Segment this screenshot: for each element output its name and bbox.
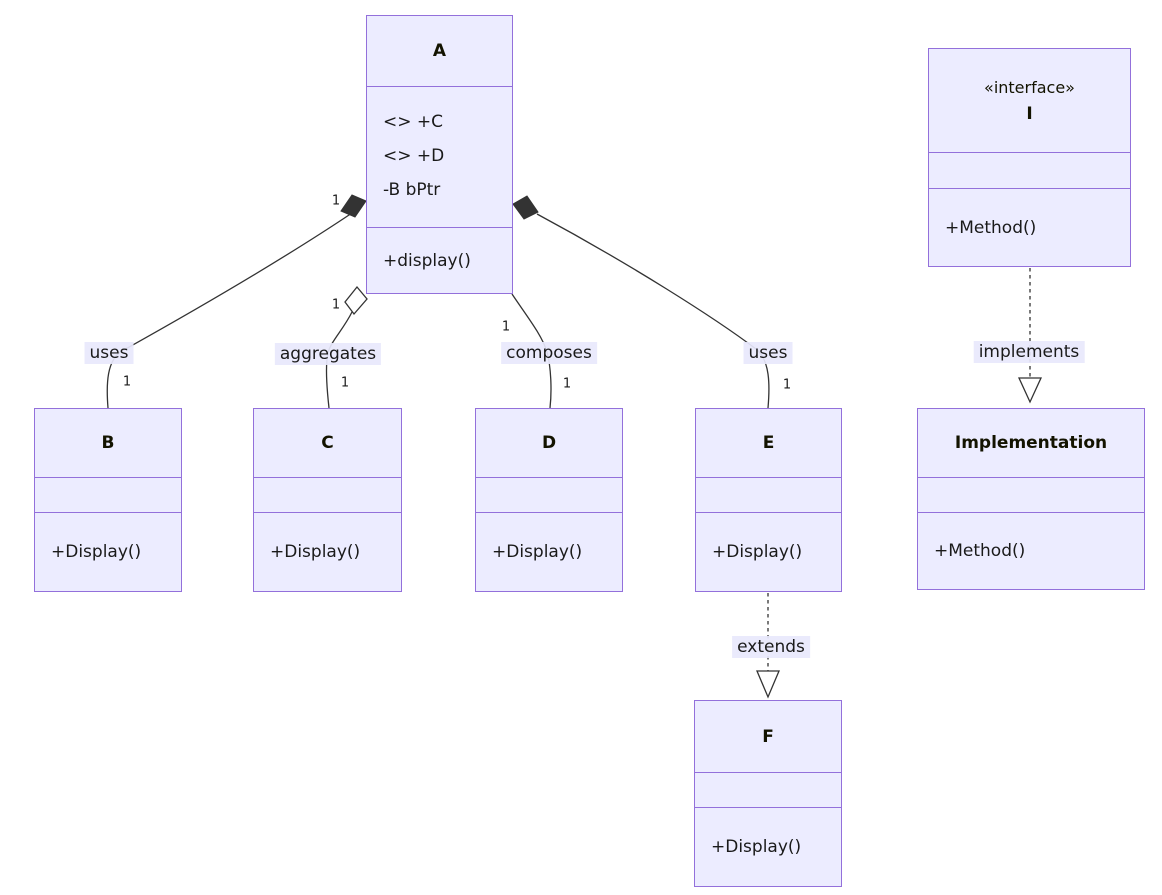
class-e-attrs-compartment — [696, 477, 841, 512]
multiplicity-a-d-source: 1 — [501, 319, 511, 335]
class-e-title-compartment: E — [696, 409, 841, 477]
edge-label-composes-a-d: composes — [501, 342, 597, 364]
class-e-name: E — [762, 433, 775, 453]
class-c-methods-compartment: +Display() — [254, 512, 401, 591]
class-a-title-compartment: A — [367, 16, 512, 86]
class-i-title-compartment: «interface» I — [929, 49, 1130, 152]
multiplicity-a-d-target: 1 — [562, 376, 572, 392]
hollow-triangle-icon-extends — [756, 670, 780, 699]
edge-label-uses-a-b: uses — [84, 342, 134, 364]
class-a-name: A — [432, 41, 447, 61]
filled-diamond-icon-a-e — [512, 195, 539, 220]
class-box-c: C +Display() — [253, 408, 402, 592]
class-box-d: D +Display() — [475, 408, 623, 592]
class-impl-method: +Method() — [934, 541, 1026, 561]
class-b-name: B — [101, 433, 115, 453]
class-a-attribute: <> +C — [383, 112, 444, 132]
class-e-methods-compartment: +Display() — [696, 512, 841, 591]
multiplicity-a-c-target: 1 — [340, 375, 350, 391]
edge-uses-a-b — [106, 212, 353, 409]
class-impl-attrs-compartment — [918, 477, 1144, 512]
hollow-diamond-icon-a-c — [344, 285, 368, 316]
class-box-e: E +Display() — [695, 408, 842, 592]
edge-label-uses-a-e: uses — [743, 342, 793, 364]
class-f-methods-compartment: +Display() — [695, 807, 841, 886]
class-b-methods-compartment: +Display() — [35, 512, 181, 591]
class-a-attrs-compartment: <> +C <> +D -B bPtr — [367, 86, 512, 227]
class-f-method: +Display() — [711, 837, 802, 857]
class-d-method: +Display() — [492, 542, 583, 562]
class-a-attribute: -B bPtr — [383, 180, 441, 200]
multiplicity-a-c-source: 1 — [331, 297, 341, 313]
filled-diamond-icon-a-b — [340, 194, 367, 218]
class-f-title-compartment: F — [695, 701, 841, 772]
edge-label-aggregates-a-c: aggregates — [274, 343, 382, 365]
edge-uses-a-e — [536, 213, 770, 409]
class-c-method: +Display() — [270, 542, 361, 562]
class-d-title-compartment: D — [476, 409, 622, 477]
class-a-method: +display() — [383, 250, 471, 271]
multiplicity-a-b-source: 1 — [331, 193, 341, 209]
class-f-name: F — [762, 726, 774, 747]
class-i-methods-compartment: +Method() — [929, 188, 1130, 266]
class-impl-methods-compartment: +Method() — [918, 512, 1144, 589]
class-i-name: I — [1026, 103, 1033, 124]
class-impl-name: Implementation — [954, 433, 1108, 453]
class-i-method: +Method() — [945, 217, 1037, 238]
edge-label-implements: implements — [973, 341, 1085, 363]
class-b-attrs-compartment — [35, 477, 181, 512]
class-e-method: +Display() — [712, 542, 803, 562]
class-d-attrs-compartment — [476, 477, 622, 512]
class-a-attribute: <> +D — [383, 146, 445, 166]
multiplicity-a-b-target: 1 — [122, 374, 132, 390]
multiplicity-a-e-target: 1 — [782, 377, 792, 393]
class-i-stereotype: «interface» — [984, 77, 1075, 97]
class-box-a: A <> +C <> +D -B bPtr +display() — [366, 15, 513, 294]
class-box-f: F +Display() — [694, 700, 842, 887]
class-c-name: C — [321, 433, 334, 453]
class-c-attrs-compartment — [254, 477, 401, 512]
class-impl-title-compartment: Implementation — [918, 409, 1144, 477]
class-box-implementation: Implementation +Method() — [917, 408, 1145, 590]
class-a-methods-compartment: +display() — [367, 227, 512, 293]
hollow-triangle-icon-impl — [1017, 377, 1043, 404]
class-b-method: +Display() — [51, 542, 142, 562]
edge-label-extends: extends — [732, 636, 810, 658]
class-f-attrs-compartment — [695, 772, 841, 807]
class-c-title-compartment: C — [254, 409, 401, 477]
class-i-attrs-compartment — [929, 152, 1130, 188]
class-d-name: D — [541, 433, 557, 453]
class-d-methods-compartment: +Display() — [476, 512, 622, 591]
class-box-b: B +Display() — [34, 408, 182, 592]
class-b-title-compartment: B — [35, 409, 181, 477]
class-box-i: «interface» I +Method() — [928, 48, 1131, 267]
